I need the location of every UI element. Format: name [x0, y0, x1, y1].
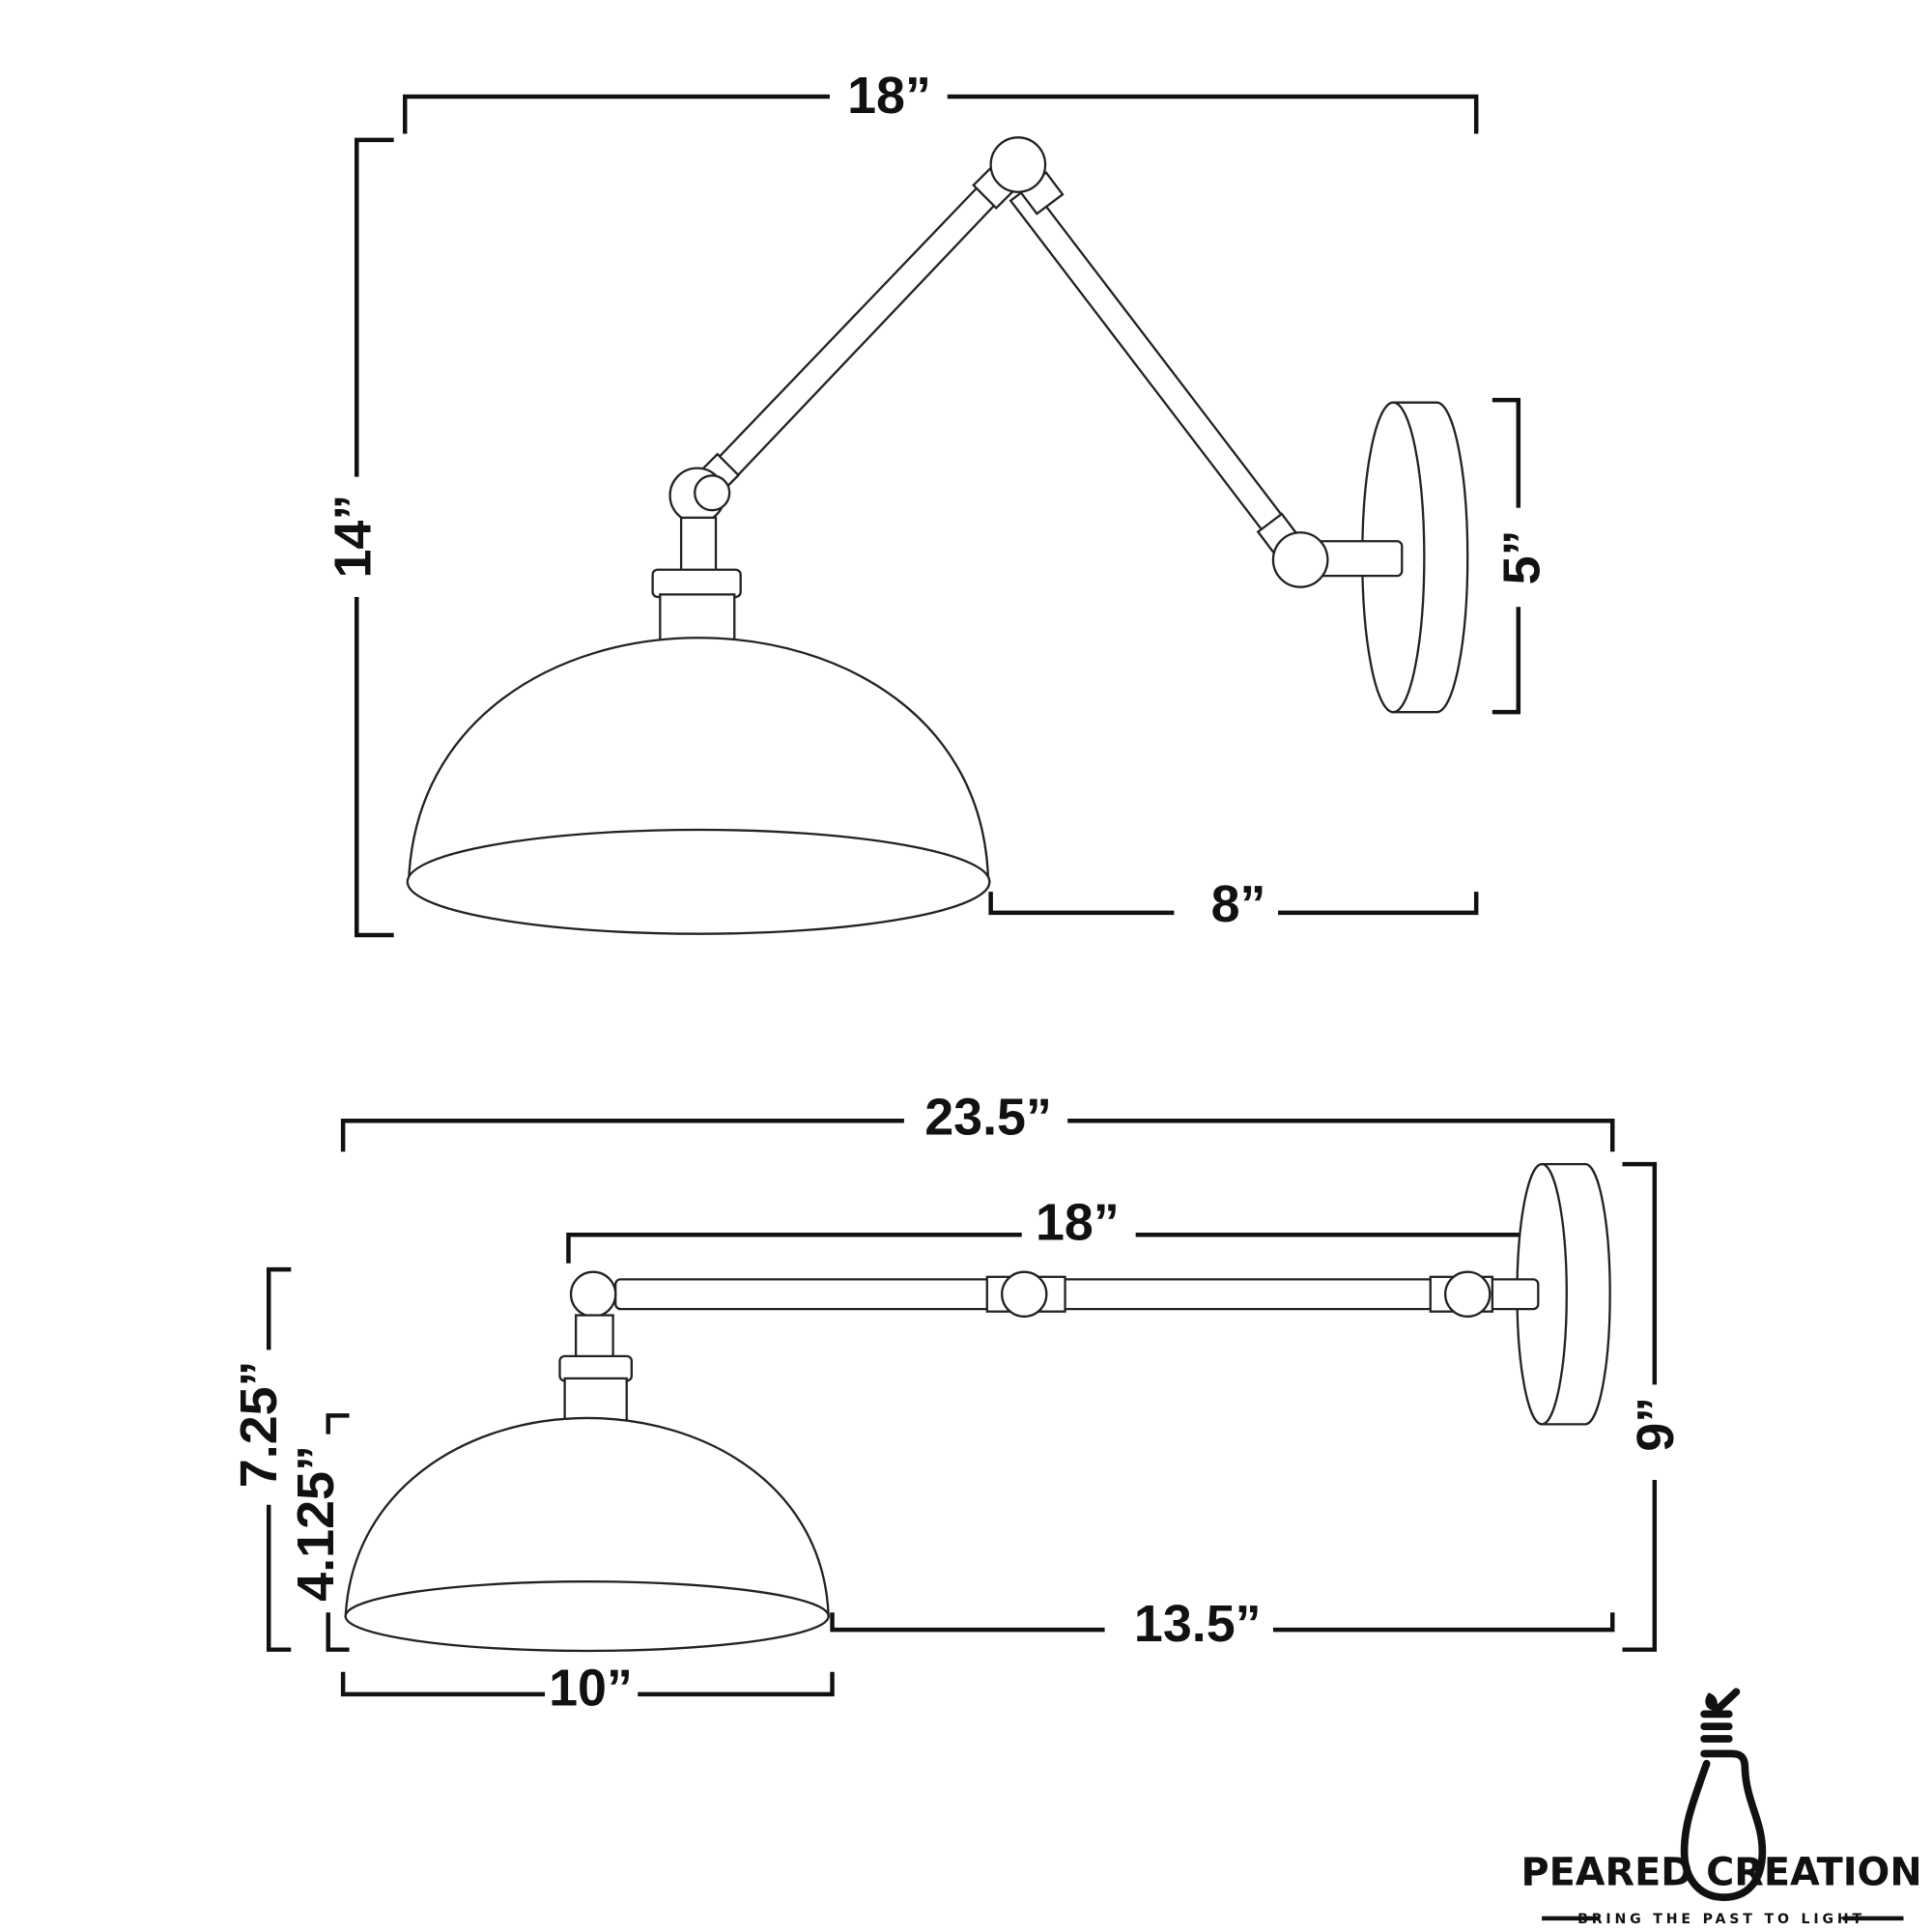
dimension-label: 9” — [1627, 1397, 1685, 1452]
dimension-backplate-5: 5” — [1492, 397, 1551, 715]
dimension-arm-18: 18” — [566, 1193, 1540, 1264]
dimension-label: 18” — [847, 67, 931, 125]
dimension-label: 8” — [1211, 875, 1266, 933]
dimension-label: 10” — [549, 1660, 633, 1718]
dimension-shade-height-4-125: 4.125” — [287, 1413, 350, 1652]
dimension-label: 5” — [1493, 529, 1551, 584]
dimension-width-18: 18” — [402, 67, 1479, 134]
dimension-backplate-9: 9” — [1622, 1161, 1685, 1652]
top-view: 18” 14” 5” 8” — [324, 67, 1551, 938]
dimension-height-14: 14” — [324, 137, 394, 938]
lamp-drawing-angled — [406, 136, 1469, 935]
dimension-label: 7.25” — [230, 1361, 288, 1489]
brand-tagline: BRING THE PAST TO LIGHT — [1577, 1912, 1865, 1927]
dimension-label: 23.5” — [924, 1088, 1052, 1146]
dimension-shade-width-10: 10” — [340, 1660, 835, 1718]
bottom-view: 23.5” 18” 7.25” 4.125” 9” 13.5” 10” — [230, 1088, 1685, 1717]
dimension-label: 13.5” — [1134, 1595, 1262, 1653]
dimension-overall-23-5: 23.5” — [340, 1088, 1615, 1152]
dimension-extension-13-5: 13.5” — [830, 1595, 1615, 1653]
lamp-drawing-extended — [344, 1162, 1611, 1653]
brand-logo: PEARED CREATION BRING THE PAST TO LIGHT — [1521, 1688, 1922, 1927]
pear-bulb-icon — [1680, 1688, 1767, 1901]
brand-name: PEARED CREATION — [1521, 1850, 1922, 1894]
dimension-extension-8: 8” — [988, 875, 1479, 933]
dimension-height-7-25: 7.25” — [230, 1266, 292, 1652]
dimension-label: 14” — [324, 495, 382, 579]
dimension-label: 4.125” — [287, 1445, 345, 1602]
dimension-label: 18” — [1036, 1193, 1120, 1251]
